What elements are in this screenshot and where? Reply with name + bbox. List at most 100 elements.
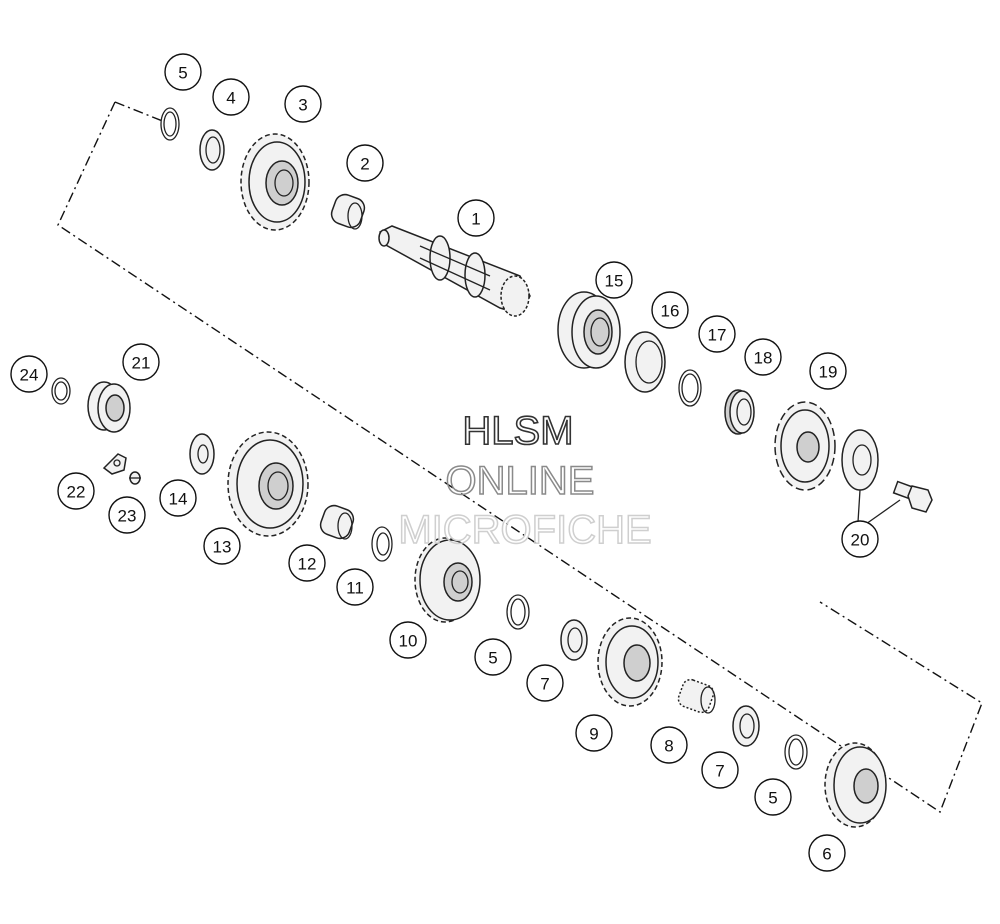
callout-c7b: 7: [701, 751, 739, 789]
callout-c11: 11: [336, 568, 374, 606]
callout-circle: [288, 544, 326, 582]
leader-line-20a: [857, 489, 861, 523]
callout-c21: 21: [122, 343, 160, 381]
assembly-dashed-top: [114, 101, 166, 123]
callout-number: 5: [488, 649, 497, 668]
sprocket-part: [774, 401, 836, 491]
callout-circle: [346, 144, 384, 182]
watermark: HLSM ONLINE MICROFICHE: [398, 408, 653, 553]
callout-number: 5: [178, 64, 187, 83]
callout-number: 24: [20, 366, 39, 385]
shift-lever-part: [102, 453, 127, 475]
callout-circle: [754, 778, 792, 816]
callout-number: 15: [605, 272, 624, 291]
assembly-dashed-outline: [57, 101, 983, 814]
callout-number: 19: [819, 363, 838, 382]
leader-line-20b: [865, 499, 901, 525]
callout-number: 9: [589, 725, 598, 744]
bushing-part: [330, 193, 366, 230]
callout-number: 14: [169, 490, 188, 509]
callout-circle: [10, 355, 48, 393]
callout-c13: 13: [203, 527, 241, 565]
bearing-part: [557, 291, 621, 369]
callout-number: 8: [664, 737, 673, 756]
callout-c3: 3: [284, 85, 322, 123]
callout-circle: [651, 291, 689, 329]
callout-number: 6: [822, 845, 831, 864]
callout-number: 22: [67, 483, 86, 502]
callout-circle: [457, 199, 495, 237]
callout-circle: [164, 53, 202, 91]
callout-circle: [809, 352, 847, 390]
gear-9-part: [597, 617, 663, 707]
watermark-line-2: ONLINE: [446, 459, 595, 503]
circlip-part: [160, 107, 180, 141]
callout-circle: [336, 568, 374, 606]
callout-number: 10: [399, 632, 418, 651]
callout-c14: 14: [159, 479, 197, 517]
callout-c18: 18: [744, 338, 782, 376]
callout-number: 1: [471, 210, 480, 229]
callout-circle: [212, 78, 250, 116]
callout-number: 13: [213, 538, 232, 557]
callout-number: 7: [715, 762, 724, 781]
callout-c22: 22: [57, 472, 95, 510]
callout-c1: 1: [457, 199, 495, 237]
callout-c9: 9: [575, 714, 613, 752]
callout-number: 18: [754, 349, 773, 368]
callout-c4: 4: [212, 78, 250, 116]
screw-part: [129, 471, 141, 485]
callout-circle: [701, 751, 739, 789]
callout-c19: 19: [809, 352, 847, 390]
callout-c6: 6: [808, 834, 846, 872]
callout-c12: 12: [288, 544, 326, 582]
callout-c15: 15: [595, 261, 633, 299]
o-ring-part: [678, 369, 702, 407]
callout-c17: 17: [698, 315, 736, 353]
callout-circle: [203, 527, 241, 565]
callout-circle: [526, 664, 564, 702]
callout-number: 16: [661, 302, 680, 321]
needle-bearing-part: [677, 678, 716, 714]
callout-number: 12: [298, 555, 317, 574]
thrust-washer-part: [189, 433, 215, 475]
callout-number: 23: [118, 507, 137, 526]
lock-washer-part: [841, 429, 879, 491]
needle-bushing-part: [319, 504, 355, 540]
spline-washer-7b-part: [732, 705, 760, 747]
callout-number: 2: [360, 155, 369, 174]
callout-layer: 1234515161718192021242223141312111057987…: [10, 53, 879, 872]
callout-number: 20: [851, 531, 870, 550]
callout-circle: [389, 621, 427, 659]
gear-part: [240, 133, 310, 231]
callout-circle: [841, 520, 879, 558]
callout-number: 3: [298, 96, 307, 115]
small-bearing-part: [87, 381, 131, 433]
callout-number: 4: [226, 89, 235, 108]
callout-circle: [159, 479, 197, 517]
callout-circle: [474, 638, 512, 676]
callout-c8: 8: [650, 726, 688, 764]
callout-number: 17: [708, 326, 727, 345]
callout-number: 5: [768, 789, 777, 808]
callout-circle: [575, 714, 613, 752]
callout-circle: [57, 472, 95, 510]
washer-part: [199, 129, 225, 171]
watermark-line-3: MICROFICHE: [398, 508, 651, 552]
callout-number: 11: [346, 579, 364, 598]
callout-number: 7: [540, 675, 549, 694]
sliding-gear-part: [414, 537, 481, 623]
watermark-line-1: HLSM: [462, 409, 573, 453]
callout-c7a: 7: [526, 664, 564, 702]
circlip-5b-part: [506, 594, 530, 630]
callout-circle: [744, 338, 782, 376]
callout-circle: [808, 834, 846, 872]
callout-circle: [122, 343, 160, 381]
gear-6-part: [824, 742, 887, 828]
callout-c2: 2: [346, 144, 384, 182]
main-shaft-part: [378, 225, 531, 317]
callout-circle: [284, 85, 322, 123]
callout-c20: 20: [841, 520, 879, 558]
